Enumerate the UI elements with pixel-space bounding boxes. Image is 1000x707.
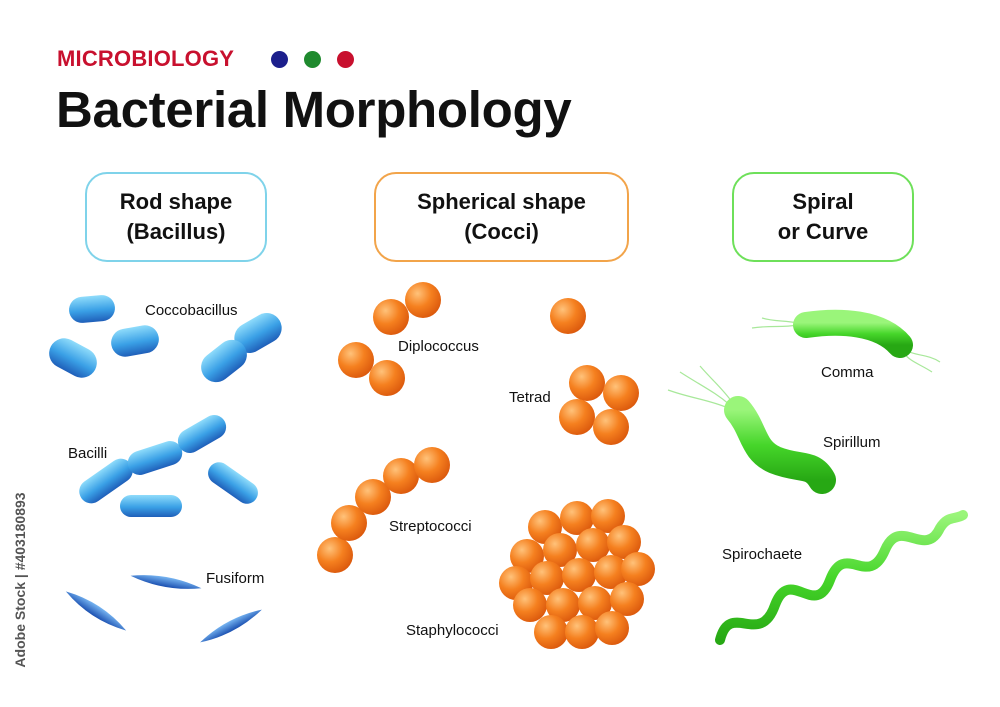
category-rod-subtitle: (Bacillus) xyxy=(126,219,226,244)
spirillum-cell xyxy=(724,396,836,494)
coccus-cell xyxy=(576,528,610,562)
coccus-cell xyxy=(594,555,628,589)
diplococcus-group xyxy=(338,282,441,396)
flagella xyxy=(751,317,798,329)
rod-cell xyxy=(111,325,159,357)
category-spiral-box: Spiral or Curve xyxy=(732,172,914,262)
category-rod-box: Rod shape (Bacillus) xyxy=(85,172,267,262)
tetrad-group xyxy=(559,365,639,445)
label-spirochaete: Spirochaete xyxy=(722,546,803,563)
coccus-cell xyxy=(355,479,391,515)
label-bacilli: Bacilli xyxy=(68,445,108,462)
label-staphylococci: Staphylococci xyxy=(406,622,499,639)
coccus-cell xyxy=(373,299,409,335)
coccus-cell xyxy=(530,561,564,595)
coccus-cell xyxy=(405,282,441,318)
dot-green-icon xyxy=(304,51,321,68)
coccus-cell xyxy=(369,360,405,396)
coccus-cell xyxy=(338,342,374,378)
category-spiral-subtitle: or Curve xyxy=(777,219,869,244)
rod-cell xyxy=(69,295,115,323)
coccus-cell xyxy=(607,525,641,559)
label-comma: Comma xyxy=(821,364,874,381)
coccus-single-cell xyxy=(550,298,586,334)
coccus-cell xyxy=(578,586,612,620)
category-spherical-title: Spherical shape xyxy=(417,189,586,214)
coccus-cell xyxy=(621,552,655,586)
coccus-cell xyxy=(565,615,599,649)
coccus-cell xyxy=(569,365,605,401)
comma-cell xyxy=(793,309,913,358)
rod-cell xyxy=(234,313,282,353)
label-fusiform: Fusiform xyxy=(206,570,265,587)
label-spirillum: Spirillum xyxy=(823,434,881,451)
dot-red-icon xyxy=(337,51,354,68)
fusiform-group xyxy=(65,575,262,643)
category-spherical-box: Spherical shape (Cocci) xyxy=(374,172,629,262)
coccus-cell xyxy=(414,447,450,483)
category-rod-title: Rod shape xyxy=(119,189,233,214)
rod-cell xyxy=(208,462,258,504)
coccus-cell xyxy=(593,409,629,445)
coccus-cell xyxy=(595,611,629,645)
coccus-cell xyxy=(510,539,544,573)
category-spiral-title: Spiral xyxy=(792,189,854,214)
coccus-cell xyxy=(383,458,419,494)
coccus-cell xyxy=(610,582,644,616)
coccus-cell xyxy=(513,588,547,622)
label-diplococcus: Diplococcus xyxy=(398,338,479,355)
coccus-cell xyxy=(559,399,595,435)
fusiform-cell xyxy=(130,575,202,589)
coccus-cell xyxy=(546,588,580,622)
staphylococci-group xyxy=(499,499,655,649)
bacilli-group xyxy=(79,415,258,517)
coccus-cell xyxy=(603,375,639,411)
comma-group xyxy=(751,309,941,373)
rod-cell xyxy=(127,441,183,475)
streptococci-group xyxy=(317,447,450,573)
coccus-cell xyxy=(543,533,577,567)
page-title: Bacterial Morphology xyxy=(56,81,572,138)
coccus-cell xyxy=(317,537,353,573)
label-tetrad: Tetrad xyxy=(509,389,551,406)
rod-cell xyxy=(120,495,182,517)
stock-watermark: Adobe Stock | #403180893 xyxy=(8,470,32,690)
coccus-cell xyxy=(562,558,596,592)
flagella xyxy=(667,365,733,409)
coccus-cell xyxy=(534,615,568,649)
rod-cell xyxy=(79,458,133,504)
spirochaete-cell xyxy=(715,510,968,645)
rod-cell xyxy=(49,338,97,378)
coccus-cell xyxy=(331,505,367,541)
stock-watermark-text: Adobe Stock | #403180893 xyxy=(12,492,28,668)
coccobacillus-group xyxy=(49,295,282,383)
dot-blue-icon xyxy=(271,51,288,68)
label-streptococci: Streptococci xyxy=(389,518,472,535)
category-spherical-subtitle: (Cocci) xyxy=(464,219,539,244)
fusiform-cell xyxy=(65,591,127,631)
section-kicker: MICROBIOLOGY xyxy=(57,46,235,71)
coccus-cell xyxy=(560,501,594,535)
rod-cell xyxy=(201,339,247,383)
fusiform-cell xyxy=(200,609,262,643)
label-coccobacillus: Coccobacillus xyxy=(145,302,238,319)
spirillum-group xyxy=(667,365,836,494)
coccus-cell xyxy=(591,499,625,533)
rod-cell xyxy=(177,415,227,453)
